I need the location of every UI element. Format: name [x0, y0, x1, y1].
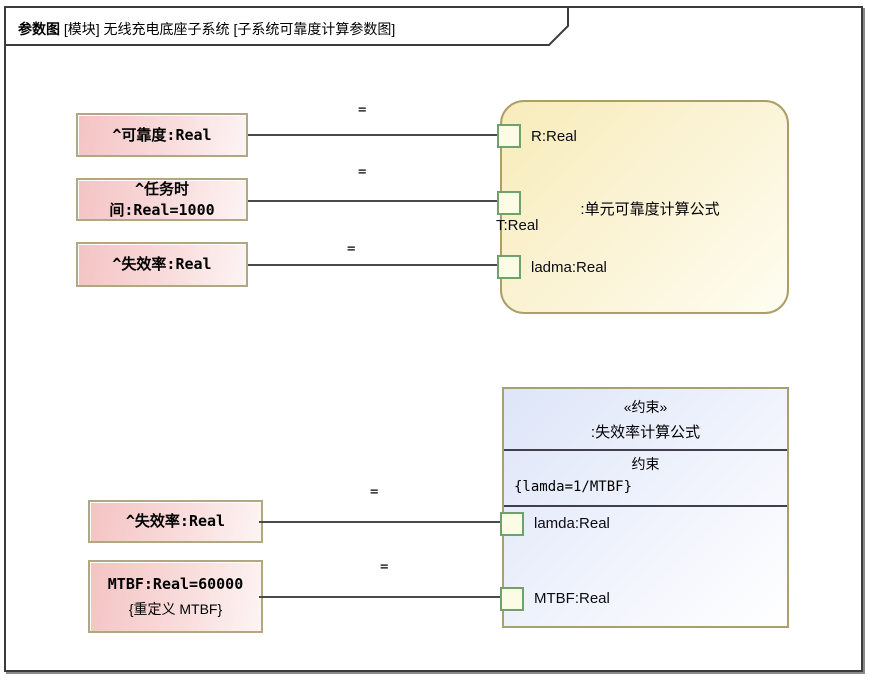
port-t-label: T:Real — [496, 217, 539, 234]
mtbf-redefines-annotation: {重定义 MTBF} — [128, 601, 223, 618]
value-node-failure-rate-2[interactable]: ^失效率:Real — [88, 500, 263, 543]
value-node-mission-time[interactable]: ^任务时 间:Real=1000 — [76, 178, 248, 221]
connector-equality-label-2: = — [358, 164, 367, 180]
connector-reliability-r[interactable] — [248, 134, 500, 136]
connector-missiontime-t[interactable] — [248, 200, 500, 202]
connector-mtbf-mtbfport[interactable] — [259, 596, 502, 598]
port-t[interactable] — [497, 191, 521, 215]
connector-failurerate-ladma[interactable] — [248, 264, 500, 266]
port-r-label: R:Real — [531, 128, 577, 145]
constraints-compartment-label: 约束 — [631, 456, 660, 472]
value-node-mtbf[interactable]: MTBF:Real=60000 {重定义 MTBF} — [88, 560, 263, 633]
value-node-reliability[interactable]: ^可靠度:Real — [76, 113, 248, 157]
connector-equality-label-5: = — [380, 559, 389, 575]
port-ladma-label: ladma:Real — [531, 259, 607, 276]
failure-rate-constraint-header: «约束» :失效率计算公式 — [504, 389, 787, 451]
port-mtbf[interactable] — [500, 587, 524, 611]
connector-equality-label-1: = — [358, 102, 367, 118]
diagram-frame-tab[interactable]: 参数图 [模块] 无线充电底座子系统 [子系统可靠度计算参数图] — [4, 6, 571, 46]
connector-failurerate2-lamda[interactable] — [259, 521, 502, 523]
port-lamda[interactable] — [500, 512, 524, 536]
value-node-failure-rate[interactable]: ^失效率:Real — [76, 242, 248, 287]
constraint-node-failure-rate[interactable]: «约束» :失效率计算公式 约束 {lamda=1/MTBF} — [502, 387, 789, 628]
connector-equality-label-3: = — [347, 241, 356, 257]
failure-rate-constraint-name: :失效率计算公式 — [590, 423, 701, 441]
port-lamda-label: lamda:Real — [534, 515, 610, 532]
constraints-compartment: 约束 {lamda=1/MTBF} — [504, 451, 787, 507]
diagram-title-text: [模块] 无线充电底座子系统 [子系统可靠度计算参数图] — [60, 21, 396, 37]
unit-reliability-name: :单元可靠度计算公式 — [580, 201, 720, 218]
mtbf-value-label: MTBF:Real=60000 — [107, 574, 244, 593]
port-r[interactable] — [497, 124, 521, 148]
stereotype-label: «约束» — [623, 398, 668, 415]
connector-equality-label-4: = — [370, 484, 379, 500]
diagram-kind-label: 参数图 — [18, 21, 60, 37]
port-mtbf-label: MTBF:Real — [534, 590, 610, 607]
constraint-expression: {lamda=1/MTBF} — [514, 479, 633, 495]
diagram-title: 参数图 [模块] 无线充电底座子系统 [子系统可靠度计算参数图] — [18, 19, 558, 39]
port-ladma[interactable] — [497, 255, 521, 279]
frame-tab-shape — [4, 6, 569, 46]
